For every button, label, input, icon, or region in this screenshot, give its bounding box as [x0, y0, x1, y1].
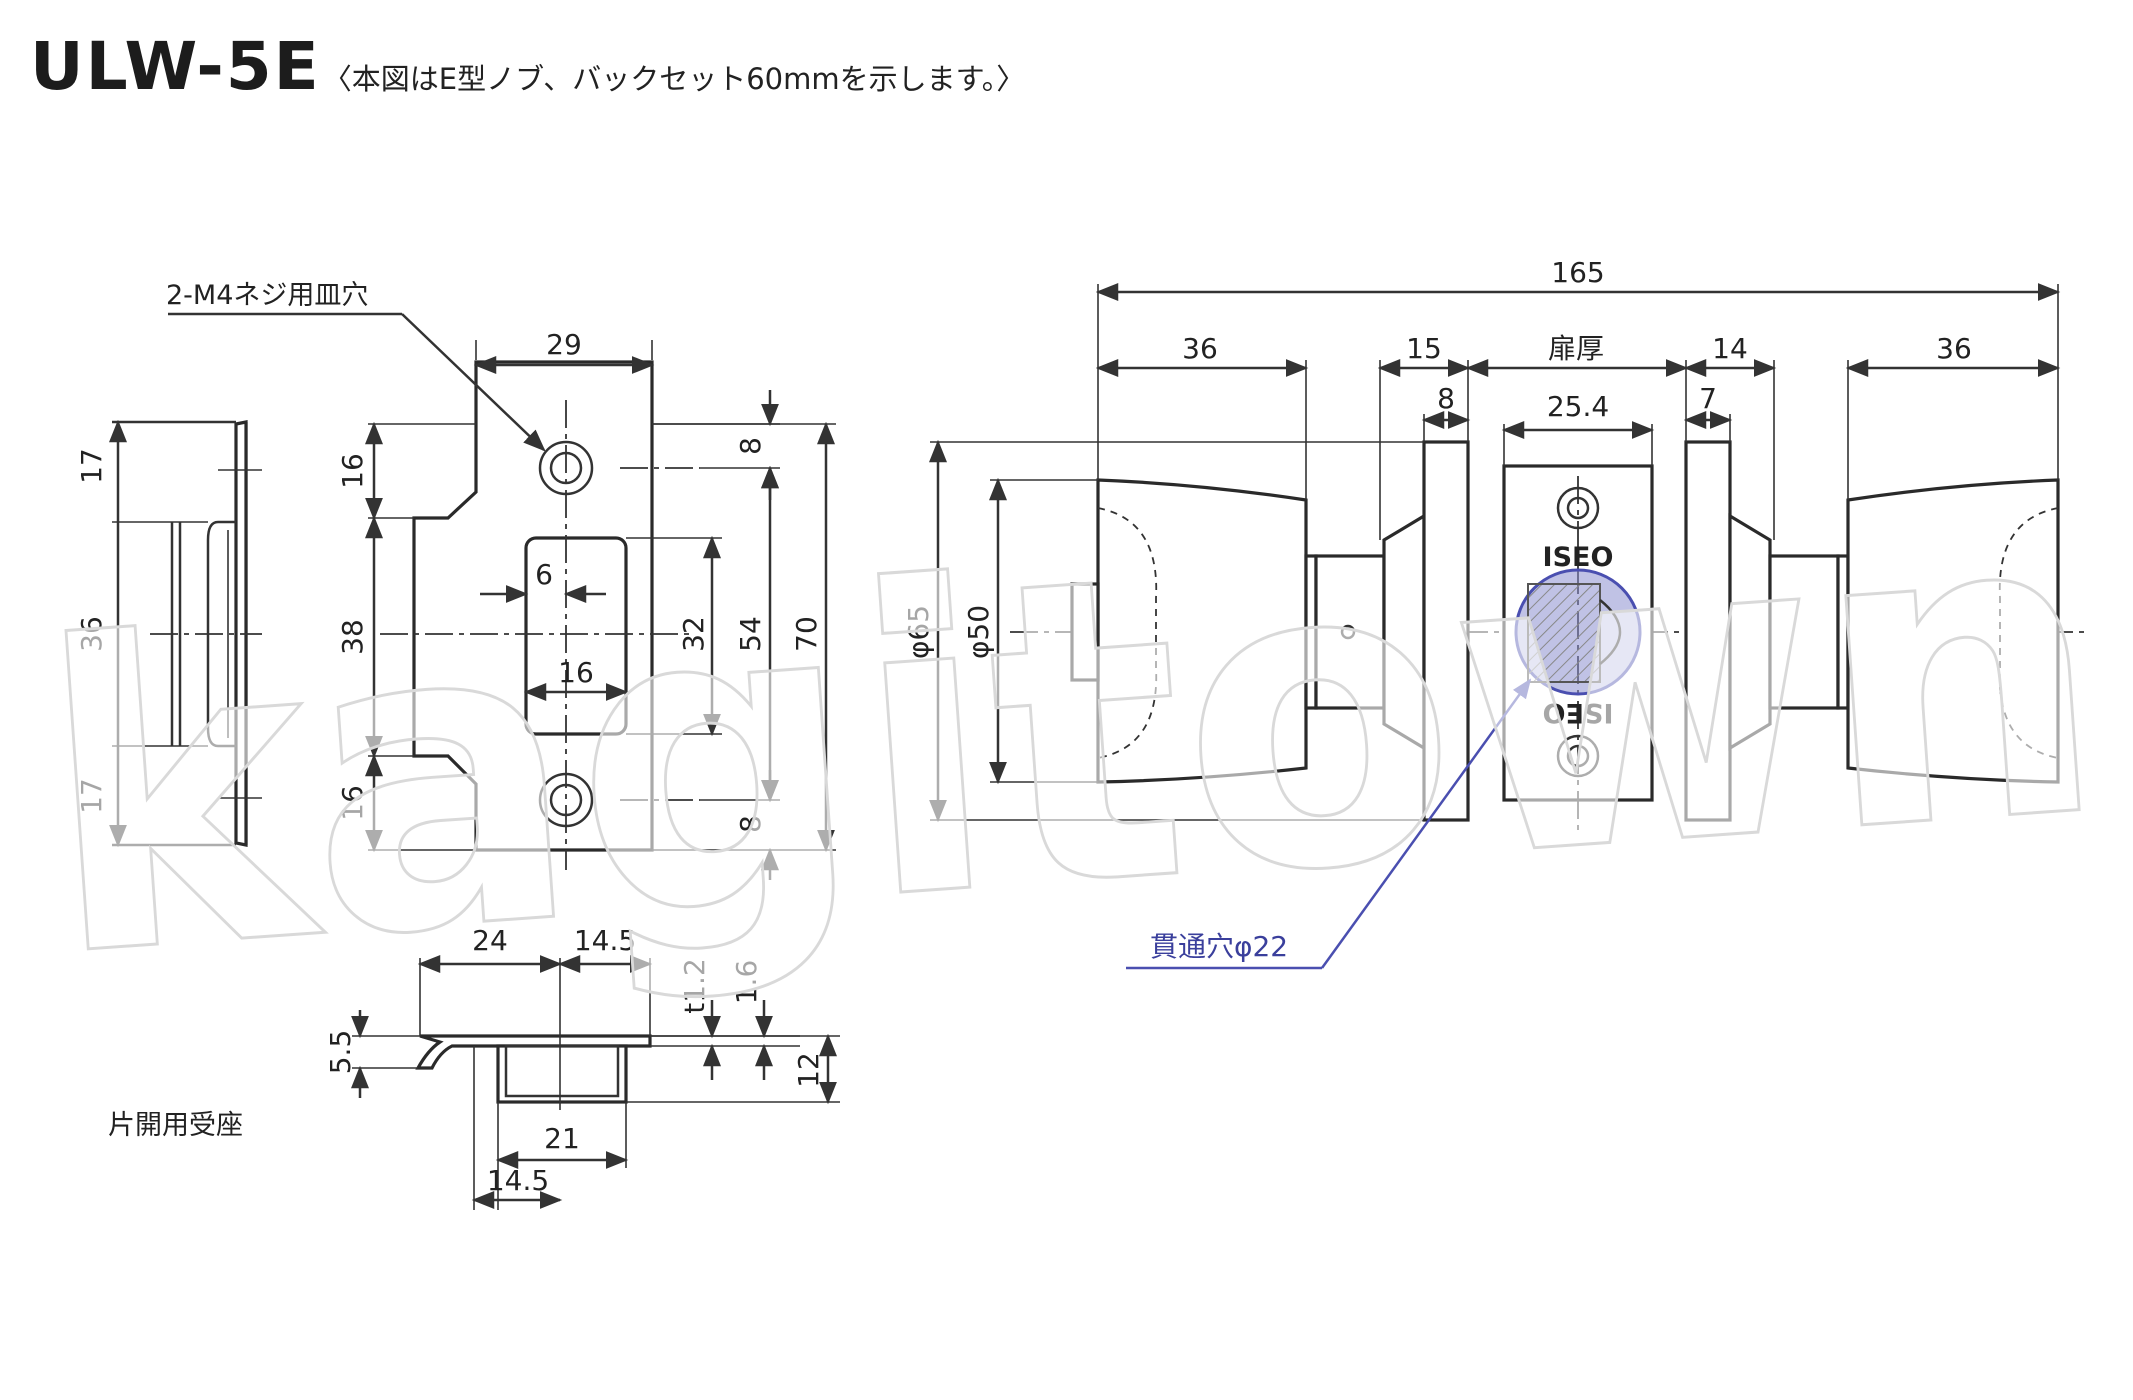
- face-plate-view: 29 16 38 16 6 16 32 8 54 8: [166, 280, 836, 880]
- dim-plate-16-bot: 16: [336, 785, 369, 821]
- dim-plate-32: 32: [677, 616, 710, 652]
- dim-lock-36-left: 36: [1182, 332, 1218, 365]
- dim-plate-6: 6: [535, 558, 553, 591]
- dim-lock-14: 14: [1712, 332, 1748, 365]
- dim-side-17-bot: 17: [75, 778, 108, 814]
- dim-plate-38: 38: [336, 619, 369, 655]
- model-title: ULW-5E: [30, 28, 321, 105]
- dim-plate-70: 70: [790, 616, 823, 652]
- dim-strike-21: 21: [544, 1122, 580, 1155]
- dim-plate-29: 29: [546, 328, 582, 361]
- title-block: ULW-5E〈本図はE型ノブ、バックセット60mmを示します。〉: [30, 28, 1025, 105]
- strike-plate-view: 24 14.5 t1.2 1.6 12 5.5 21 14.5 片開用受座: [108, 924, 840, 1210]
- dim-strike-12: 12: [792, 1052, 825, 1088]
- dim-lock-25-4: 25.4: [1547, 390, 1609, 423]
- label-screw-holes: 2-M4ネジ用皿穴: [166, 280, 368, 311]
- engrave-bottom: ISEO: [1543, 697, 1614, 728]
- dim-door-thickness: 扉厚: [1548, 332, 1604, 365]
- dim-strike-14-5-bot: 14.5: [487, 1164, 549, 1197]
- dim-strike-24: 24: [472, 924, 508, 957]
- knob-lock-view: ISEO ISEO 165 36 15 扉厚 14 36: [902, 256, 2090, 970]
- dim-plate-54: 54: [734, 616, 767, 652]
- latch-side-view: 17 36 17: [75, 419, 262, 848]
- dim-plate-16-top: 16: [336, 453, 369, 489]
- dim-lock-165: 165: [1551, 256, 1604, 289]
- dim-strike-14-5-top: 14.5: [574, 924, 636, 957]
- left-knob: [1096, 478, 1308, 784]
- right-knob: [1846, 478, 2060, 784]
- dim-lock-15: 15: [1406, 332, 1442, 365]
- left-rose: [1422, 440, 1470, 822]
- watermark: kagitown: [28, 419, 2117, 1051]
- label-strike: 片開用受座: [108, 1110, 243, 1141]
- dim-plate-16: 16: [558, 656, 594, 689]
- dim-lock-phi65: φ65: [902, 605, 935, 659]
- dim-plate-8-bot: 8: [734, 815, 767, 833]
- dim-plate-8-top: 8: [734, 437, 767, 455]
- engrave-top: ISEO: [1543, 542, 1614, 573]
- dim-lock-phi50: φ50: [962, 605, 995, 659]
- dim-strike-5-5: 5.5: [324, 1030, 357, 1075]
- dim-lock-7: 7: [1699, 382, 1717, 415]
- dim-lock-36-right: 36: [1936, 332, 1972, 365]
- label-through-hole: 貫通穴φ22: [1150, 930, 1288, 963]
- dim-strike-t1-2: t1.2: [678, 958, 711, 1014]
- title-note: 〈本図はE型ノブ、バックセット60mmを示します。〉: [322, 62, 1026, 96]
- dim-side-17-top: 17: [75, 448, 108, 484]
- dim-strike-1-6: 1.6: [730, 960, 763, 1005]
- dim-side-36: 36: [75, 616, 108, 652]
- dim-lock-8: 8: [1437, 382, 1455, 415]
